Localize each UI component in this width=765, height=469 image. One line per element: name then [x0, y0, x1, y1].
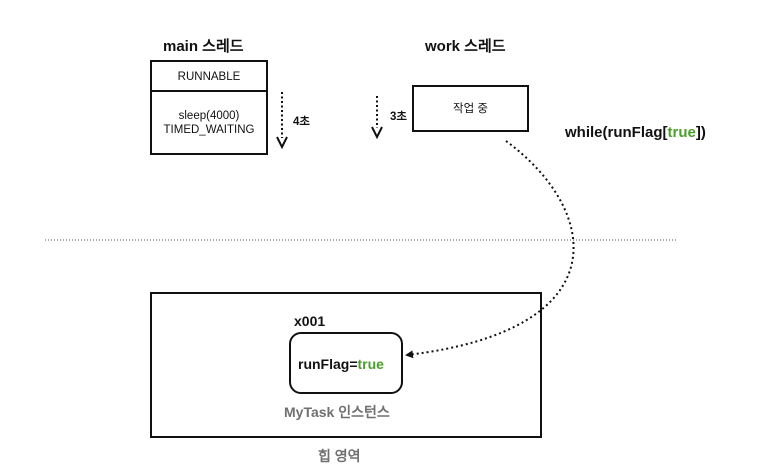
work-thread-title: work 스레드 — [425, 38, 506, 55]
runflag-reference-arrow — [405, 140, 575, 359]
work-time-arrow-head — [371, 126, 383, 140]
work-duration-label: 3초 — [390, 111, 407, 123]
runflag-field-value: true — [357, 356, 384, 372]
main-duration-label: 4초 — [293, 116, 310, 128]
heap-area-box — [150, 292, 542, 438]
main-thread-stack: RUNNABLE sleep(4000) TIMED_WAITING — [150, 60, 268, 155]
work-status-text: 작업 중 — [453, 103, 488, 115]
runflag-field: runFlag=true — [298, 356, 384, 372]
main-thread-title: main 스레드 — [163, 38, 244, 55]
mytask-instance-box: runFlag=true — [289, 332, 403, 394]
heap-area-label: 힙 영역 — [318, 448, 361, 464]
work-thread-stack: 작업 중 — [412, 85, 529, 132]
main-runnable-state: RUNNABLE — [177, 71, 241, 83]
instance-address: x001 — [294, 313, 326, 329]
loop-prefix: while(runFlag[ — [565, 124, 668, 141]
loop-true-value: true — [667, 124, 696, 141]
main-sleep-call: sleep(4000) — [178, 110, 240, 122]
while-loop-label: while(runFlag[true]) — [565, 124, 706, 141]
instance-label: MyTask 인스턴스 — [284, 404, 390, 420]
main-stack-divider — [152, 90, 266, 92]
main-timed-waiting-state: TIMED_WAITING — [163, 124, 255, 136]
runflag-field-name: runFlag= — [298, 356, 358, 372]
main-time-arrow-head — [276, 136, 288, 150]
loop-suffix: ]) — [695, 124, 706, 141]
